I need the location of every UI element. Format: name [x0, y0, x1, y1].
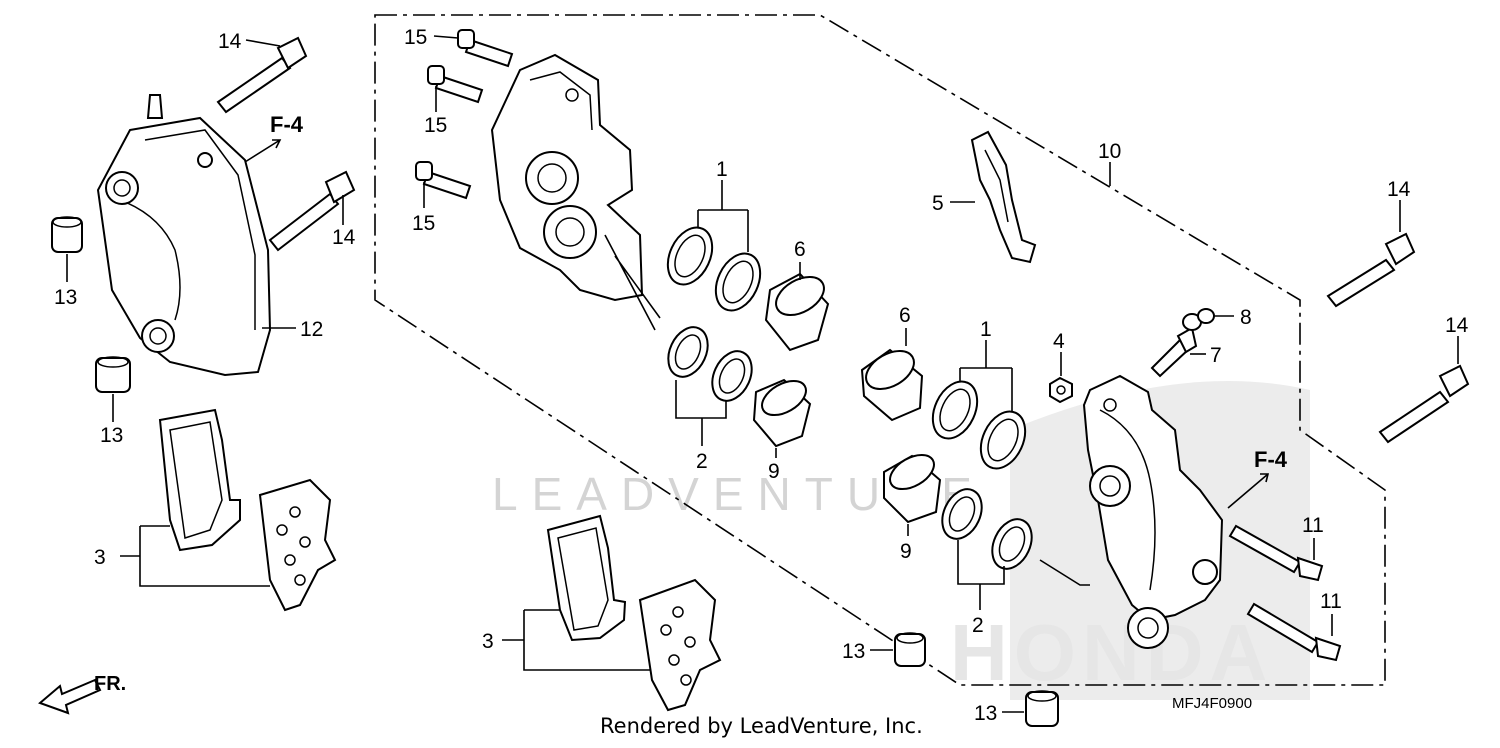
- bolt-15-c: [415, 161, 472, 200]
- seal-ring-1b: [714, 252, 762, 312]
- callout-13-d: 13: [974, 702, 997, 725]
- callout-11-a: 11: [1302, 514, 1324, 537]
- callout-1-center: 1: [716, 158, 728, 181]
- seal-ring-1d: [979, 410, 1027, 470]
- piston-6-right: [860, 348, 924, 422]
- render-credit: Rendered by LeadVenture, Inc.: [600, 714, 923, 738]
- pad-pin-11-b: [1246, 602, 1342, 662]
- bolt-14-right-a: [1326, 232, 1416, 308]
- callout-14-c: 14: [1387, 178, 1411, 201]
- callout-9-center: 9: [768, 460, 780, 483]
- callout-6-center: 6: [794, 238, 806, 261]
- drawing-code: MFJ4F0900: [1172, 695, 1253, 712]
- callout-13-a: 13: [54, 286, 77, 309]
- piston-6-center: [764, 272, 830, 352]
- seal-ring-2d: [991, 518, 1033, 570]
- brake-pad-center-b: [638, 578, 722, 712]
- bolt-14-top: [216, 36, 308, 114]
- honda-watermark-text: HONDA: [950, 608, 1273, 697]
- seal-ring-2b: [711, 350, 753, 402]
- callout-2-center: 2: [696, 450, 708, 473]
- callout-5: 5: [932, 192, 944, 215]
- bolt-14-middle: [268, 170, 356, 252]
- seal-ring-2a: [667, 326, 709, 378]
- right-caliper-half: [1082, 374, 1224, 649]
- callout-2-right: 2: [972, 614, 984, 637]
- collar-13-a: [51, 216, 83, 253]
- callout-8: 8: [1240, 306, 1252, 329]
- view-arrow-right: [1227, 473, 1270, 509]
- callout-7: 7: [1210, 344, 1222, 367]
- brake-pad-left-a: [158, 408, 241, 552]
- leader-2-seal-lines: [604, 234, 661, 331]
- callout-4: 4: [1053, 330, 1065, 353]
- leader-15-a: [433, 35, 459, 39]
- seal-ring-2c: [941, 488, 983, 540]
- bleeder-cap-8: [1182, 308, 1215, 331]
- bracket-3-center: [502, 609, 650, 671]
- piston-9-center: [752, 378, 812, 448]
- callout-3-left: 3: [94, 546, 106, 569]
- callout-13-b: 13: [100, 424, 123, 447]
- bracket-2-right: [957, 540, 1005, 610]
- callout-14-a: 14: [218, 30, 242, 53]
- callout-11-b: 11: [1320, 590, 1342, 613]
- brake-pad-left-b: [258, 478, 337, 612]
- collar-13-d: [1025, 690, 1059, 727]
- callout-14-b: 14: [332, 226, 356, 249]
- front-arrow-label: FR.: [94, 673, 126, 695]
- view-mark-f4-right: F-4: [1254, 447, 1288, 472]
- callout-1-right: 1: [980, 318, 992, 341]
- view-arrow-left: [244, 139, 282, 163]
- collar-13-c: [894, 632, 926, 667]
- pad-pin-11-a: [1228, 524, 1324, 582]
- left-caliper-body: [96, 94, 272, 377]
- bleeder-valve-7: [1150, 326, 1198, 378]
- callout-10: 10: [1098, 140, 1121, 163]
- bracket-1-right: [959, 340, 1013, 412]
- callout-15-c: 15: [412, 212, 435, 235]
- bolt-15-a: [457, 29, 514, 68]
- callout-15-a: 15: [404, 26, 427, 49]
- view-mark-f4-left: F-4: [270, 112, 304, 137]
- callout-6-right: 6: [899, 304, 911, 327]
- bracket-3-left: [120, 525, 270, 587]
- nut-4: [1049, 376, 1073, 404]
- bolt-14-right-b: [1378, 364, 1470, 444]
- callout-9-right: 9: [900, 540, 912, 563]
- center-caliper-half: [490, 53, 644, 302]
- brake-pad-center-a: [546, 514, 627, 642]
- bracket-1-center: [697, 180, 749, 252]
- bolt-15-b: [427, 65, 484, 104]
- assembly-boundary: [374, 14, 1386, 686]
- seal-ring-1a: [666, 226, 714, 286]
- callout-12: 12: [300, 318, 323, 341]
- leader-14-a: [245, 39, 281, 47]
- callout-15-b: 15: [424, 114, 447, 137]
- callout-14-d: 14: [1445, 314, 1469, 337]
- collar-13-b: [95, 356, 131, 393]
- callout-3-center: 3: [482, 630, 494, 653]
- pad-spring-clip-5: [970, 130, 1037, 264]
- bracket-2-center: [675, 380, 727, 446]
- callout-13-c: 13: [842, 640, 865, 663]
- seal-ring-1c: [931, 380, 979, 440]
- leader-seal-to-caliper: [1039, 559, 1090, 586]
- piston-9-right: [883, 453, 942, 524]
- front-direction-arrow: FR.: [38, 673, 126, 715]
